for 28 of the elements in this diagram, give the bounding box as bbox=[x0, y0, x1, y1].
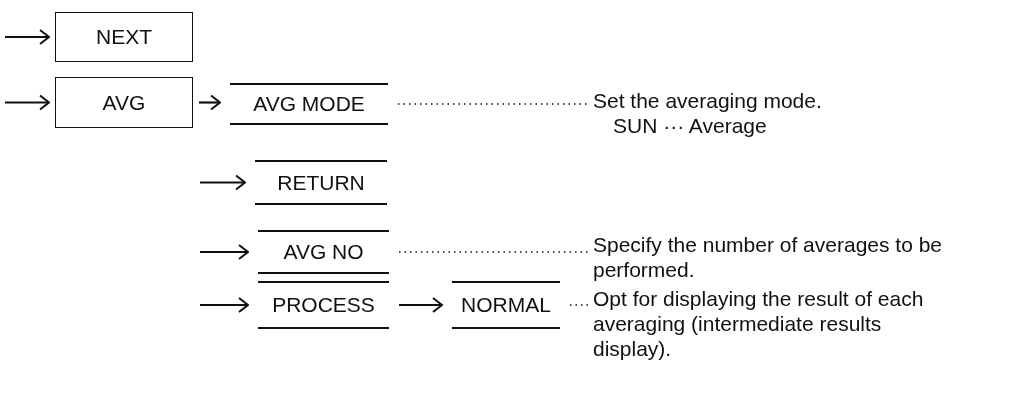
key-label: AVG NO bbox=[283, 240, 364, 264]
key-label: NORMAL bbox=[461, 293, 551, 317]
softkey-box bbox=[230, 83, 388, 125]
arrow bbox=[200, 244, 249, 260]
description-text: Opt for displaying the result of each averaging (intermediate results display). bbox=[593, 286, 925, 361]
key-label: AVG bbox=[102, 90, 146, 115]
leader-line bbox=[569, 304, 590, 306]
description-text: SUN ··· Average bbox=[612, 113, 768, 138]
leader-line bbox=[398, 251, 590, 253]
key-label: AVG MODE bbox=[253, 92, 365, 116]
softkey-box bbox=[258, 230, 389, 274]
arrow bbox=[399, 297, 443, 313]
arrow bbox=[5, 94, 50, 111]
softkey-box bbox=[255, 160, 387, 205]
softkey-box bbox=[452, 281, 560, 329]
softkey-box bbox=[258, 281, 389, 329]
key-box bbox=[55, 77, 193, 128]
leader-line bbox=[397, 103, 590, 105]
arrow bbox=[200, 174, 246, 191]
arrow bbox=[5, 29, 50, 45]
description-text: Specify the number of averages to be performed. bbox=[593, 232, 944, 282]
arrow bbox=[199, 94, 221, 111]
key-label: PROCESS bbox=[272, 293, 375, 317]
key-box bbox=[55, 12, 193, 62]
arrow bbox=[200, 297, 249, 313]
description-text: Set the averaging mode. bbox=[593, 88, 823, 113]
key-label: NEXT bbox=[96, 25, 152, 49]
key-label: RETURN bbox=[277, 170, 365, 195]
